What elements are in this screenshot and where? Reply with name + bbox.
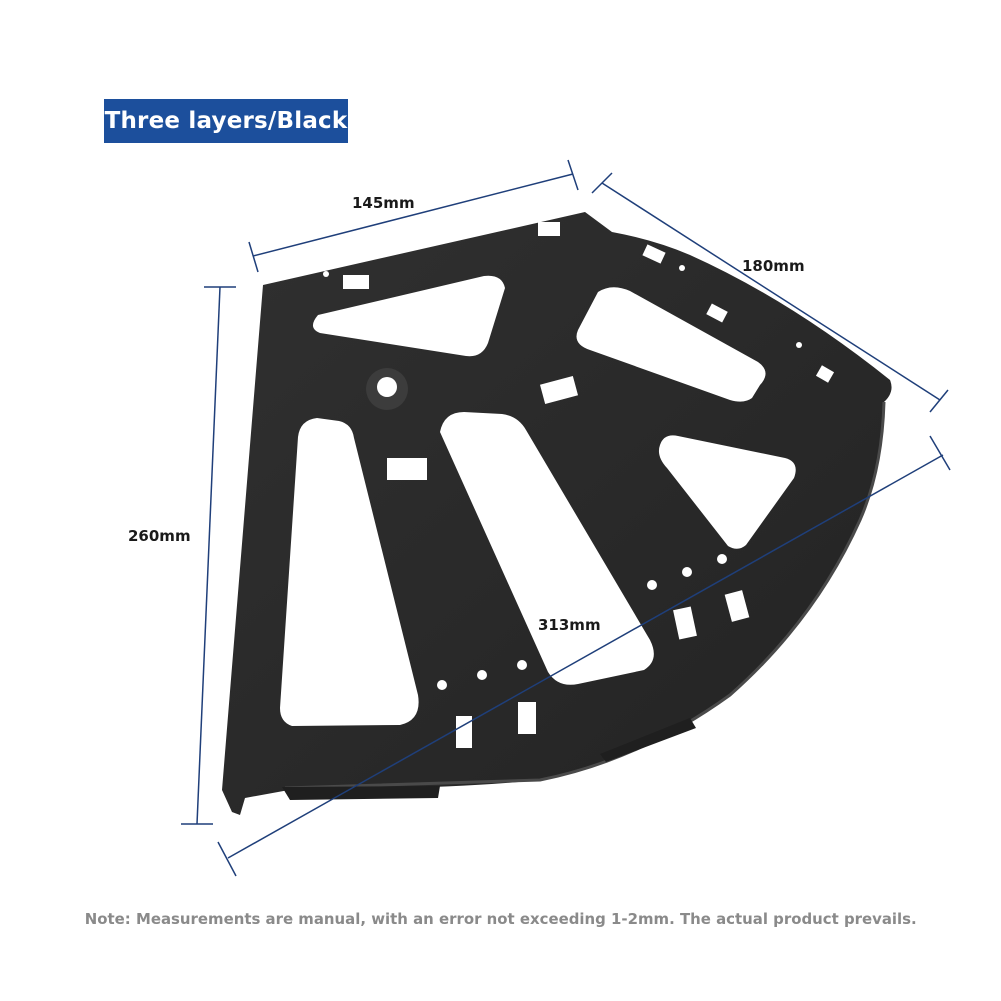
slot: [724, 590, 750, 622]
slot: [343, 275, 369, 289]
hole: [437, 680, 447, 690]
dimension-tick: [929, 389, 949, 413]
slot: [387, 458, 427, 480]
slot: [706, 303, 728, 323]
dimension-label-side: 180mm: [742, 257, 805, 275]
slot: [642, 244, 666, 264]
slot: [456, 716, 472, 748]
slot: [538, 222, 560, 236]
slot: [518, 702, 536, 734]
dimension-tick: [217, 841, 237, 877]
hole: [517, 660, 527, 670]
product-variant-badge: Three layers/Black: [104, 99, 348, 143]
dimension-tick: [591, 172, 613, 194]
dimension-line-side: [601, 182, 941, 401]
hole: [717, 554, 727, 564]
dimension-label-diagonal: 313mm: [538, 616, 601, 634]
slot: [815, 365, 835, 383]
rim-tab: [282, 786, 440, 800]
dimension-line-diagonal: [227, 454, 944, 859]
hole: [647, 580, 657, 590]
measurement-note: Note: Measurements are manual, with an e…: [84, 910, 917, 928]
dimension-line-height: [196, 286, 221, 825]
hole: [796, 342, 802, 348]
holes: [323, 213, 802, 690]
slot: [539, 375, 579, 405]
dimension-label-height: 260mm: [128, 527, 191, 545]
hole: [679, 265, 685, 271]
rim-tab: [600, 718, 696, 762]
dimension-label-top: 145mm: [352, 194, 415, 212]
dimension-lines: [181, 159, 951, 877]
slot: [673, 606, 697, 640]
dimension-tick: [248, 241, 259, 273]
pivot-hole: [377, 377, 397, 397]
dimension-tick: [567, 159, 579, 191]
hole: [477, 670, 487, 680]
hole: [323, 271, 329, 277]
slots: [343, 222, 835, 748]
hole: [545, 213, 551, 219]
hole: [682, 567, 692, 577]
dimension-tick: [929, 435, 951, 471]
bracket-plate: [222, 212, 892, 815]
dimension-line-top: [252, 173, 574, 257]
